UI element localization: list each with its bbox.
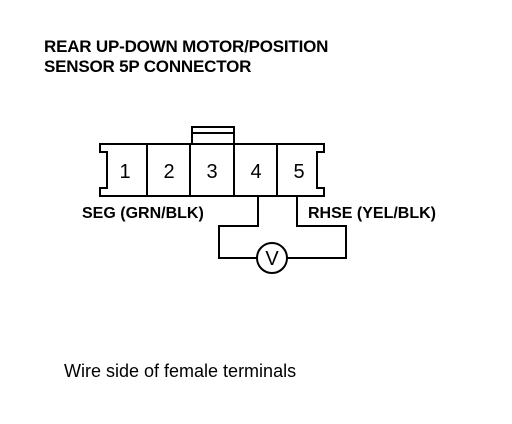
pin-number-5: 5 — [293, 161, 304, 183]
pin-number-3: 3 — [206, 161, 217, 183]
diagram-title: REAR UP-DOWN MOTOR/POSITION SENSOR 5P CO… — [44, 37, 328, 77]
voltmeter-icon — [256, 242, 288, 274]
lead-wire-terminal-5 — [287, 196, 347, 259]
title-line-2: SENSOR 5P CONNECTOR — [44, 57, 252, 76]
connector-lock-tab — [191, 126, 235, 145]
pin-number-2: 2 — [163, 161, 174, 183]
connector-housing — [99, 143, 325, 197]
right-wire-label: RHSE (YEL/BLK) — [308, 205, 436, 222]
lead-wire-terminal-4 — [218, 196, 259, 259]
voltmeter-symbol: V — [265, 248, 279, 270]
pin-number-4: 4 — [250, 161, 261, 183]
left-wire-label: SEG (GRN/BLK) — [82, 205, 204, 222]
pin-number-1: 1 — [119, 161, 130, 183]
title-line-1: REAR UP-DOWN MOTOR/POSITION — [44, 37, 329, 56]
diagram-caption: Wire side of female terminals — [64, 361, 297, 381]
